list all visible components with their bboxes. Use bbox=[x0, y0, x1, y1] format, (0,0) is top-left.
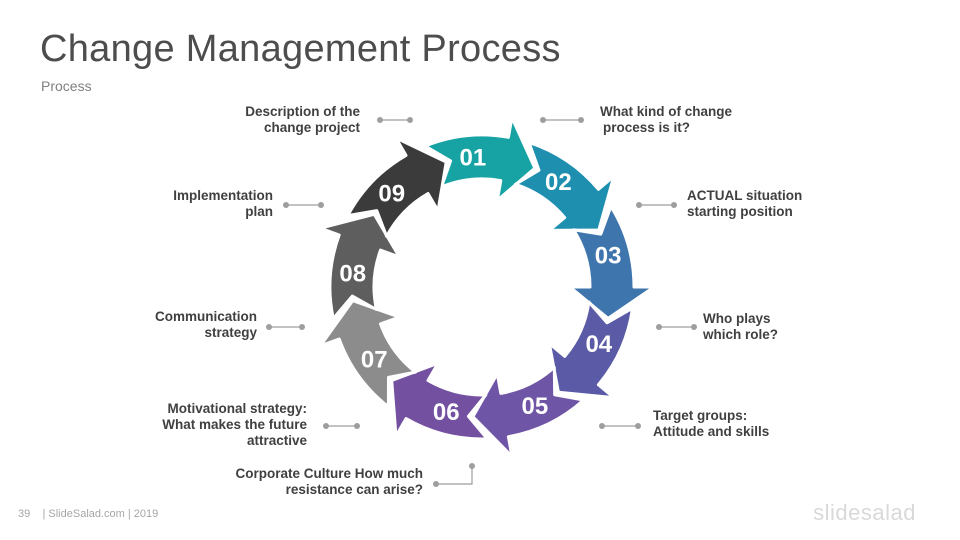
footer-credit: | SlideSalad.com | 2019 bbox=[42, 508, 159, 520]
brand-logo: slidesalad bbox=[813, 500, 916, 525]
step-label-07: Motivational strategy:What makes the fut… bbox=[162, 401, 307, 448]
connector-dot bbox=[656, 324, 662, 330]
step-number-05: 05 bbox=[522, 393, 549, 420]
connector-dot bbox=[377, 117, 383, 123]
connector-dot bbox=[578, 117, 584, 123]
step-arrow-07 bbox=[318, 299, 417, 409]
step-arrow-02 bbox=[513, 140, 616, 232]
connector-dot bbox=[354, 423, 360, 429]
step-number-09: 09 bbox=[378, 181, 405, 208]
connector-dot bbox=[299, 324, 305, 330]
step-arrow-01 bbox=[423, 116, 537, 202]
connector-dot bbox=[323, 423, 329, 429]
connector-dot bbox=[599, 423, 605, 429]
step-arrow-06 bbox=[390, 361, 489, 441]
connector-dot bbox=[433, 481, 439, 487]
connector-dot bbox=[469, 463, 475, 469]
slide-subtitle: Process bbox=[41, 78, 92, 94]
page-number: 39 bbox=[18, 508, 31, 520]
step-number-08: 08 bbox=[339, 260, 366, 287]
step-label-05: Target groups:Attitude and skills bbox=[653, 408, 770, 439]
connector-dot bbox=[671, 202, 677, 208]
step-arrow-08 bbox=[318, 212, 401, 321]
slide-title: Change Management Process bbox=[40, 28, 561, 70]
step-number-03: 03 bbox=[595, 243, 622, 270]
step-arrow-09 bbox=[346, 136, 448, 238]
connector-dot bbox=[266, 324, 272, 330]
step-number-06: 06 bbox=[433, 399, 460, 426]
connector-line-6 bbox=[436, 466, 473, 485]
step-number-04: 04 bbox=[585, 331, 612, 358]
step-number-02: 02 bbox=[545, 169, 572, 196]
step-arrow-03 bbox=[568, 205, 656, 320]
connector-dot bbox=[691, 324, 697, 330]
step-arrow-04 bbox=[547, 300, 634, 400]
connector-dot bbox=[540, 117, 546, 123]
step-arrow-05 bbox=[471, 365, 586, 458]
connector-dot bbox=[283, 202, 289, 208]
connector-dot bbox=[407, 117, 413, 123]
footer: 39 | SlideSalad.com | 2019 bbox=[18, 508, 158, 520]
connector-dot bbox=[318, 202, 324, 208]
connector-dot bbox=[636, 202, 642, 208]
step-number-01: 01 bbox=[460, 144, 487, 171]
step-number-07: 07 bbox=[361, 347, 388, 374]
connector-dot bbox=[635, 423, 641, 429]
